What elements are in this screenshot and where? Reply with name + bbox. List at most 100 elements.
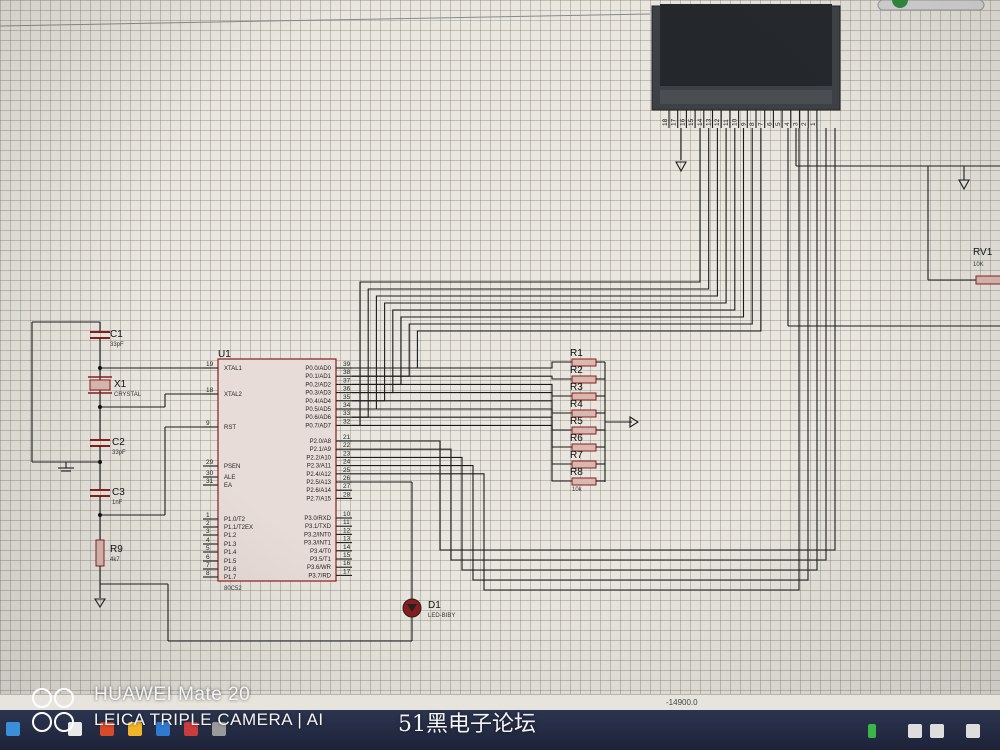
watermark-forum: 51黑电子论坛 <box>398 712 536 737</box>
microcontroller-u1[interactable]: U1 80C52 19XTAL118XTAL29RST29PSEN30ALE31… <box>203 349 352 592</box>
mcu-pin-name: P0.0/AD0 <box>305 366 331 372</box>
mcu-pin-name: P2.7/A15 <box>306 496 331 502</box>
bus-wire <box>352 128 701 426</box>
mcu-pin-number: 13 <box>343 536 351 543</box>
mcu-pin-name: P2.1/A9 <box>310 447 332 453</box>
volume-icon[interactable] <box>930 724 944 738</box>
watermark-device: HUAWEI Mate 20 <box>94 684 251 705</box>
resistor-ref-label: R5 <box>570 416 583 427</box>
mcu-pin-number: 12 <box>343 527 351 534</box>
lcd-pin-number: 1 <box>810 122 817 126</box>
mcu-pin-number: 36 <box>343 386 351 393</box>
potentiometer-rv1[interactable]: RV1 10K <box>787 128 1000 327</box>
proteus-icon[interactable] <box>184 722 198 736</box>
x1-value-label: CRYSTAL <box>114 392 142 398</box>
mcu-pin-number: 9 <box>206 420 210 427</box>
mcu-pin-name: P1.2 <box>224 533 237 539</box>
mcu-pin-name: P3.5/T1 <box>310 557 332 563</box>
resistor-wire <box>352 375 572 380</box>
mcu-pin-number: 23 <box>343 450 351 457</box>
mcu-pin-name: P1.0/T2 <box>224 517 246 523</box>
windows-taskbar[interactable] <box>0 710 1000 750</box>
mcu-pin-number: 34 <box>343 402 351 409</box>
camera-lens-icon <box>54 688 74 708</box>
lcd-pin-number: 15 <box>688 118 695 126</box>
mcu-pin-name: P0.7/AD7 <box>305 423 331 429</box>
mcu-pin-number: 31 <box>206 478 214 485</box>
lcd-pin-number: 4 <box>784 122 791 126</box>
mcu-pin-name: P1.1/T2EX <box>224 525 253 531</box>
control-wire <box>352 128 836 551</box>
mcu-pin-name: P1.7 <box>224 575 237 581</box>
mcu-pin-number: 17 <box>343 568 351 575</box>
mcu-pin-name: P0.5/AD5 <box>305 407 331 413</box>
bus-wire <box>352 128 753 377</box>
mcu-pin-name: PSEN <box>224 464 240 470</box>
led-d1[interactable]: D1 LED-BIBY <box>340 481 455 641</box>
mcu-pin-name: P0.4/AD4 <box>305 399 331 405</box>
mcu-pin-name: P3.4/T0 <box>310 549 332 555</box>
mcu-pin-name: P3.1/TXD <box>305 524 332 530</box>
camera-lens-icon <box>32 712 52 732</box>
mcu-pin-number: 37 <box>343 377 351 384</box>
mcu-pin-number: 26 <box>343 475 351 482</box>
mcu-pin-name: P2.4/A12 <box>306 472 331 478</box>
bus-wire <box>352 128 727 402</box>
lcd-pin-number: 12 <box>714 118 721 126</box>
resistor-ref-label: R3 <box>570 382 583 393</box>
mcu-pin-number: 14 <box>343 544 351 551</box>
lcd-pin-number: 7 <box>758 122 765 126</box>
mcu-pin-name: P3.6/WR <box>307 565 332 571</box>
c2-value-label: 33pF <box>112 450 126 456</box>
app-icon[interactable] <box>100 722 114 736</box>
resistor-ref-label: R7 <box>570 450 583 461</box>
mcu-pin-name: RST <box>224 425 236 431</box>
mcu-pin-number: 30 <box>206 470 214 477</box>
lcd-pin-number: 5 <box>775 122 782 126</box>
folder-icon[interactable] <box>128 722 142 736</box>
mcu-pin-number: 3 <box>206 528 210 535</box>
mail-icon[interactable] <box>6 722 20 736</box>
control-wire <box>352 128 809 581</box>
settings-icon[interactable] <box>212 722 226 736</box>
mcu-pin-number: 33 <box>343 410 351 417</box>
resistor <box>571 477 597 486</box>
notification-icon[interactable] <box>966 724 980 738</box>
network-icon[interactable] <box>908 724 922 738</box>
mcu-pin-number: 21 <box>343 434 351 441</box>
mcu-pin-number: 29 <box>206 459 214 466</box>
status-bar: -14900.0 <box>0 694 1000 711</box>
mcu-pin-name: P2.5/A13 <box>306 480 331 486</box>
lcd-ground-symbols <box>675 128 970 191</box>
resistor-ref-label: R1 <box>570 348 583 359</box>
mcu-pin-number: 32 <box>343 418 351 425</box>
battery-icon <box>868 724 876 738</box>
mcu-pin-number: 39 <box>343 361 351 368</box>
mcu-pin-number: 35 <box>343 394 351 401</box>
mcu-pin-number: 5 <box>206 545 210 552</box>
mcu-pin-number: 6 <box>206 554 210 561</box>
bus-wire <box>352 128 710 418</box>
c3-value-label: 1nF <box>112 500 123 506</box>
mcu-pin-name: XTAL1 <box>224 366 243 372</box>
oscillator-reset-circuit[interactable]: C1 33pF X1 CRYSTAL C2 33pF C3 1nF R9 4k7 <box>31 321 412 642</box>
lcd-pin-number: 18 <box>662 118 669 126</box>
mcu-pin-number: 7 <box>206 562 210 569</box>
lcd-data-bus <box>352 128 762 426</box>
mcu-pin-name: P0.1/AD1 <box>305 374 331 380</box>
mcu-pin-number: 15 <box>343 552 351 559</box>
mcu-pin-name: P0.2/AD2 <box>305 382 331 388</box>
r9-value-label: 4k7 <box>110 557 120 563</box>
mcu-pin-name: P2.3/A11 <box>307 464 332 470</box>
mcu-pin-name: P2.0/A8 <box>310 439 332 445</box>
lcd-pin-number: 10 <box>732 118 739 126</box>
c3-ref-label: C3 <box>112 487 125 498</box>
browser-icon[interactable] <box>156 722 170 736</box>
mcu-pin-number: 1 <box>206 512 210 519</box>
control-wire <box>352 128 827 561</box>
